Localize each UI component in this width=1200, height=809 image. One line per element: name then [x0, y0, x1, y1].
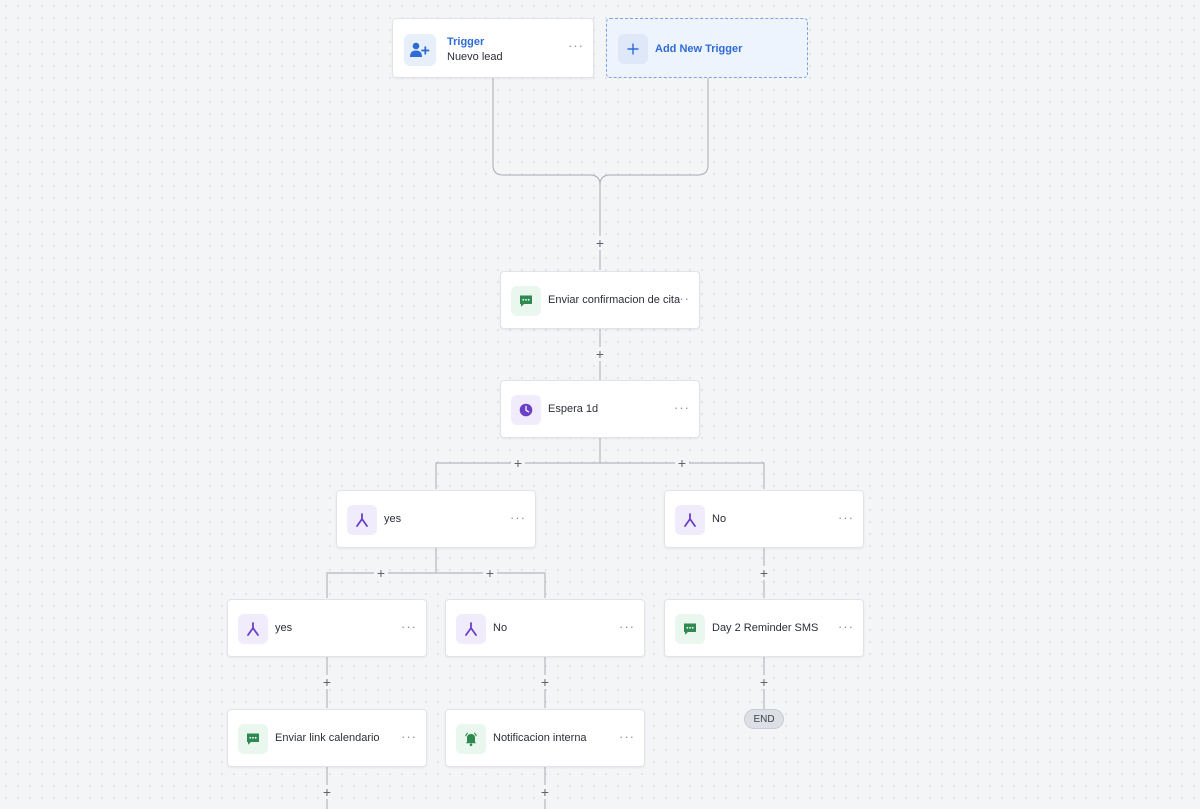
branch-label: yes — [384, 513, 402, 525]
more-options-icon[interactable]: ··· — [838, 509, 854, 525]
action-label: Enviar link calendario — [275, 732, 380, 744]
action-send-calendar-link[interactable]: Enviar link calendario ··· — [227, 709, 427, 767]
branch-split-icon — [675, 505, 705, 535]
more-options-icon[interactable]: ··· — [619, 728, 635, 744]
trigger-subtitle: Nuevo lead — [447, 51, 503, 63]
trigger-title: Trigger — [447, 36, 485, 48]
add-step-button[interactable]: + — [374, 566, 388, 580]
add-step-button[interactable]: + — [511, 456, 525, 470]
branch-label: yes — [275, 622, 293, 634]
branch-split-icon — [238, 614, 268, 644]
action-label: Enviar confirmacion de cita — [548, 294, 681, 306]
branch-label: No — [712, 513, 727, 525]
action-send-confirmation[interactable]: Enviar confirmacion de cita ··· — [500, 271, 700, 329]
branch-no-1[interactable]: No ··· — [664, 490, 864, 548]
sms-icon — [511, 286, 541, 316]
add-step-button[interactable]: + — [320, 675, 334, 689]
sms-icon — [675, 614, 705, 644]
more-options-icon[interactable]: ··· — [674, 290, 690, 306]
action-wait[interactable]: Espera 1d ··· — [500, 380, 700, 438]
add-step-button[interactable]: + — [593, 236, 607, 250]
add-step-button[interactable]: + — [593, 347, 607, 361]
branch-yes-1[interactable]: yes ··· — [336, 490, 536, 548]
action-label: Notificacion interna — [493, 732, 587, 744]
action-label: Espera 1d — [548, 403, 599, 415]
branch-no-2[interactable]: No ··· — [445, 599, 645, 657]
action-internal-notification[interactable]: Notificacion interna ··· — [445, 709, 645, 767]
more-options-icon[interactable]: ··· — [619, 618, 635, 634]
add-step-button[interactable]: + — [320, 785, 334, 799]
branch-label: No — [493, 622, 508, 634]
action-label: Day 2 Reminder SMS — [712, 622, 819, 634]
end-marker: END — [744, 709, 784, 729]
more-options-icon[interactable]: ··· — [674, 399, 690, 415]
add-new-trigger-label: Add New Trigger — [655, 43, 743, 55]
add-user-icon — [404, 34, 436, 66]
add-step-button[interactable]: + — [538, 675, 552, 689]
branch-split-icon — [456, 614, 486, 644]
more-options-icon[interactable]: ··· — [401, 728, 417, 744]
more-options-icon[interactable]: ··· — [401, 618, 417, 634]
more-options-icon[interactable]: ··· — [838, 618, 854, 634]
add-step-button[interactable]: + — [757, 566, 771, 580]
plus-icon — [618, 34, 648, 64]
more-options-icon[interactable]: ··· — [568, 37, 584, 53]
clock-icon — [511, 395, 541, 425]
add-step-button[interactable]: + — [538, 785, 552, 799]
action-day2-reminder-sms[interactable]: Day 2 Reminder SMS ··· — [664, 599, 864, 657]
add-step-button[interactable]: + — [483, 566, 497, 580]
branch-yes-2[interactable]: yes ··· — [227, 599, 427, 657]
add-new-trigger-button[interactable]: Add New Trigger — [606, 18, 808, 78]
sms-icon — [238, 724, 268, 754]
more-options-icon[interactable]: ··· — [510, 509, 526, 525]
add-step-button[interactable]: + — [757, 675, 771, 689]
branch-split-icon — [347, 505, 377, 535]
bell-icon — [456, 724, 486, 754]
trigger-card[interactable]: Trigger Nuevo lead ··· — [392, 18, 594, 78]
add-step-button[interactable]: + — [675, 456, 689, 470]
